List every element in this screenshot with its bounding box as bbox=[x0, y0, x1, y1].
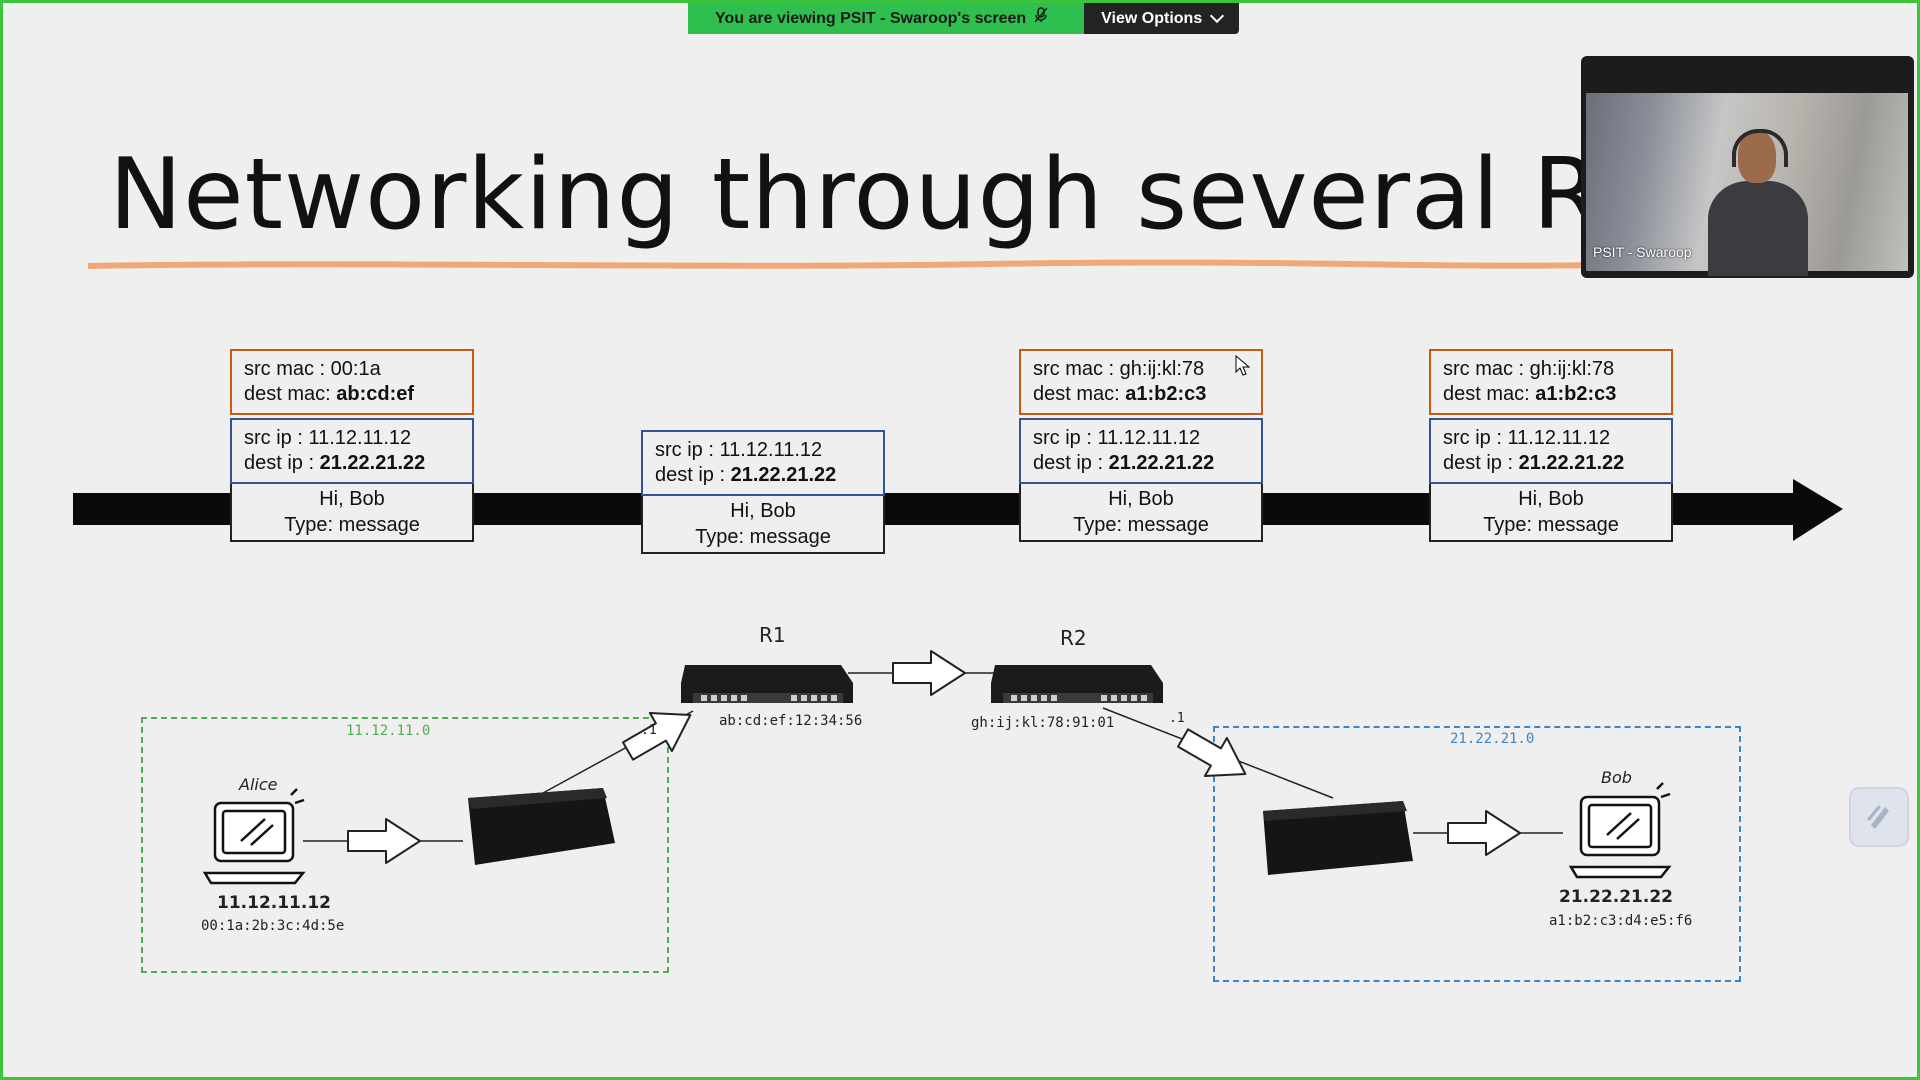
arrow-alice-to-switch bbox=[347, 818, 421, 864]
src-mac-label: src mac : bbox=[1443, 358, 1530, 380]
screen-share-banner: You are viewing PSIT - Swaroop's screen … bbox=[688, 3, 1240, 34]
arrow-r1-to-r2 bbox=[892, 650, 966, 696]
payload: Hi, Bob Type: message bbox=[1429, 484, 1673, 542]
arrow-switch-to-r1 bbox=[616, 694, 703, 772]
src-ip-value: 11.12.11.12 bbox=[1507, 427, 1611, 449]
dest-ip-value: 21.22.21.22 bbox=[730, 464, 837, 486]
shared-screen: You are viewing PSIT - Swaroop's screen … bbox=[3, 3, 1917, 1077]
mouse-cursor-icon bbox=[1235, 355, 1251, 376]
bob-label: Bob bbox=[1601, 768, 1632, 787]
mac-header: src mac : gh:ij:kl:78 dest mac: a1:b2:c3 bbox=[1019, 349, 1263, 415]
dest-ip-label: dest ip : bbox=[1033, 452, 1109, 474]
dest-mac-value: a1:b2:c3 bbox=[1535, 383, 1617, 405]
dest-ip-value: 21.22.21.22 bbox=[1108, 452, 1215, 474]
title-underline bbox=[88, 259, 1608, 269]
src-ip-value: 11.12.11.12 bbox=[1097, 427, 1201, 449]
alice-mac: 00:1a:2b:3c:4d:5e bbox=[201, 918, 345, 934]
participant-name: PSIT - Swaroop bbox=[1593, 244, 1692, 260]
bob-ip: 21.22.21.22 bbox=[1559, 887, 1674, 907]
slide-title: Networking through several Route bbox=[109, 138, 1822, 252]
router-r2-label: R2 bbox=[1060, 626, 1087, 650]
router-r2 bbox=[991, 665, 1163, 703]
arrow-r2-to-switch bbox=[1171, 717, 1258, 795]
annotate-button[interactable] bbox=[1849, 787, 1909, 847]
switch-left bbox=[468, 788, 615, 865]
payload-type: Type: message bbox=[284, 514, 420, 536]
router-r1 bbox=[681, 665, 853, 703]
payload-text: Hi, Bob bbox=[1518, 488, 1584, 510]
packet-frame-4: src mac : gh:ij:kl:78 dest mac: a1:b2:c3… bbox=[1429, 349, 1673, 542]
dest-mac-label: dest mac: bbox=[1033, 383, 1126, 405]
bob-mac: a1:b2:c3:d4:e5:f6 bbox=[1549, 913, 1693, 929]
laptop-bob-icon bbox=[1568, 782, 1672, 879]
arrow-switch-to-bob bbox=[1447, 810, 1521, 856]
payload-text: Hi, Bob bbox=[730, 500, 796, 522]
dest-ip-label: dest ip : bbox=[244, 452, 320, 474]
src-ip-value: 11.12.11.12 bbox=[308, 427, 412, 449]
src-mac-label: src mac : bbox=[1033, 358, 1120, 380]
headset-icon bbox=[1732, 129, 1788, 167]
view-options-label: View Options bbox=[1101, 10, 1203, 27]
mic-muted-icon bbox=[1034, 3, 1048, 34]
src-mac-label: src mac : bbox=[244, 358, 331, 380]
laptop-alice-icon bbox=[202, 788, 306, 885]
payload-text: Hi, Bob bbox=[1108, 488, 1174, 510]
packet-frame-2: src ip : 11.12.11.12 dest ip : 21.22.21.… bbox=[641, 430, 885, 554]
packet-frame-3: src mac : gh:ij:kl:78 dest mac: a1:b2:c3… bbox=[1019, 349, 1263, 542]
ip-header: src ip : 11.12.11.12 dest ip : 21.22.21.… bbox=[1019, 418, 1263, 484]
router-r2-mac: gh:ij:kl:78:91:01 bbox=[971, 715, 1115, 731]
packet-frame-1: src mac : 00:1a dest mac: ab:cd:ef src i… bbox=[230, 349, 474, 542]
dest-ip-label: dest ip : bbox=[1443, 452, 1519, 474]
network-diagram bbox=[202, 650, 1672, 885]
participant-figure bbox=[1708, 181, 1808, 276]
alice-label: Alice bbox=[239, 775, 278, 794]
router-r1-label: R1 bbox=[759, 623, 786, 647]
payload-text: Hi, Bob bbox=[319, 488, 385, 510]
dest-mac-label: dest mac: bbox=[1443, 383, 1536, 405]
ip-header: src ip : 11.12.11.12 dest ip : 21.22.21.… bbox=[230, 418, 474, 484]
participant-video-tile[interactable]: PSIT - Swaroop bbox=[1581, 56, 1914, 278]
view-options-button[interactable]: View Options bbox=[1084, 3, 1240, 34]
payload-type: Type: message bbox=[1073, 514, 1209, 536]
right-network-label: 21.22.21.0 bbox=[1450, 731, 1535, 747]
dest-ip-label: dest ip : bbox=[655, 464, 731, 486]
src-mac-value: 00:1a bbox=[330, 358, 381, 380]
router-r2-port: .1 bbox=[1169, 711, 1185, 726]
src-mac-value: gh:ij:kl:78 bbox=[1119, 358, 1205, 380]
video-feed bbox=[1586, 93, 1908, 276]
router-r1-mac: ab:cd:ef:12:34:56 bbox=[719, 713, 863, 729]
src-ip-value: 11.12.11.12 bbox=[719, 439, 823, 461]
src-mac-value: gh:ij:kl:78 bbox=[1529, 358, 1615, 380]
network-zone-left bbox=[141, 717, 669, 973]
alice-ip: 11.12.11.12 bbox=[217, 893, 332, 913]
payload: Hi, Bob Type: message bbox=[230, 484, 474, 542]
src-ip-label: src ip : bbox=[655, 439, 720, 461]
left-network-label: 11.12.11.0 bbox=[346, 723, 431, 739]
ip-header: src ip : 11.12.11.12 dest ip : 21.22.21.… bbox=[641, 430, 885, 496]
dest-mac-value: ab:cd:ef bbox=[336, 383, 415, 405]
network-zone-right bbox=[1213, 726, 1741, 982]
payload-type: Type: message bbox=[1483, 514, 1619, 536]
src-ip-label: src ip : bbox=[1443, 427, 1508, 449]
payload: Hi, Bob Type: message bbox=[1019, 484, 1263, 542]
src-ip-label: src ip : bbox=[1033, 427, 1098, 449]
viewing-text: You are viewing PSIT - Swaroop's screen bbox=[715, 10, 1027, 27]
switch-right bbox=[1263, 801, 1413, 875]
annotate-pen-icon bbox=[1867, 805, 1889, 829]
payload: Hi, Bob Type: message bbox=[641, 496, 885, 554]
viewing-indicator: You are viewing PSIT - Swaroop's screen bbox=[688, 3, 1085, 34]
dest-mac-value: a1:b2:c3 bbox=[1125, 383, 1207, 405]
ip-header: src ip : 11.12.11.12 dest ip : 21.22.21.… bbox=[1429, 418, 1673, 484]
src-ip-label: src ip : bbox=[244, 427, 309, 449]
mac-header: src mac : gh:ij:kl:78 dest mac: a1:b2:c3 bbox=[1429, 349, 1673, 415]
dest-ip-value: 21.22.21.22 bbox=[319, 452, 426, 474]
dest-ip-value: 21.22.21.22 bbox=[1518, 452, 1625, 474]
router-r1-port: .1 bbox=[641, 723, 657, 738]
payload-type: Type: message bbox=[695, 526, 831, 548]
dest-mac-label: dest mac: bbox=[244, 383, 337, 405]
mac-header: src mac : 00:1a dest mac: ab:cd:ef bbox=[230, 349, 474, 415]
